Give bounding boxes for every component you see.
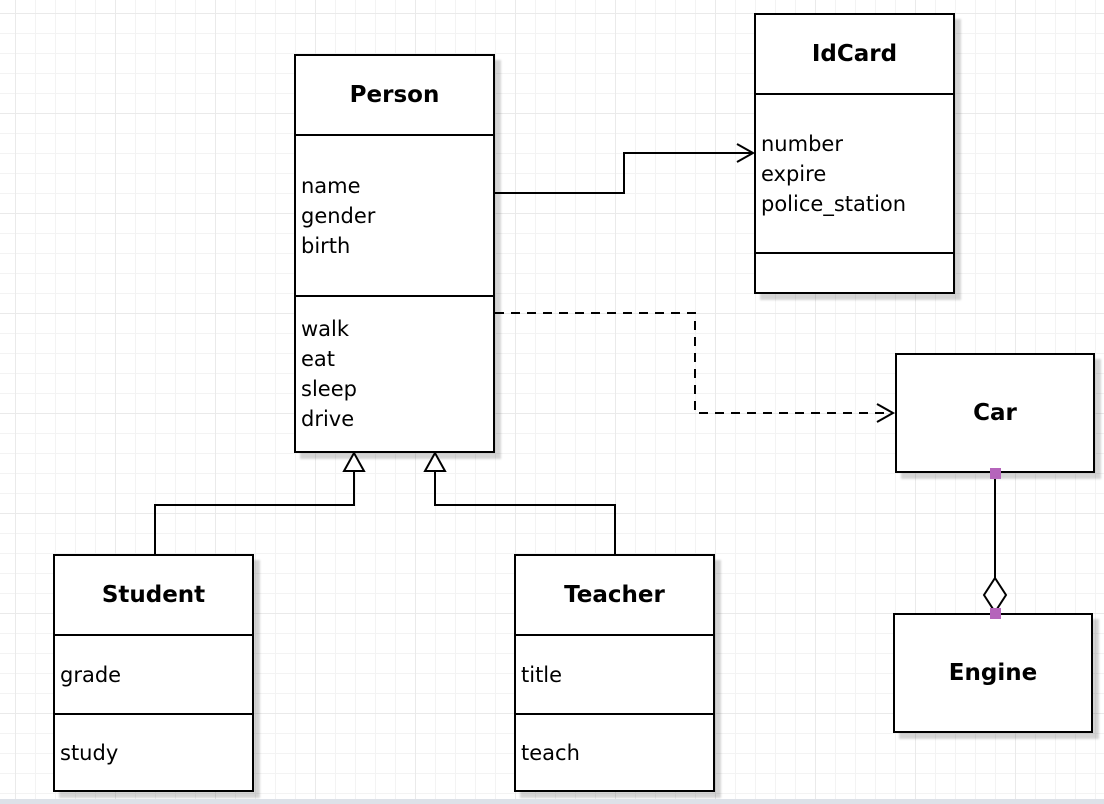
generalization-student-person[interactable] (154, 450, 366, 554)
method-row: sleep (301, 377, 357, 401)
class-box-engine[interactable]: Engine (893, 613, 1093, 733)
attribute-row: title (521, 662, 563, 687)
attribute-row: name (301, 173, 361, 198)
attribute-row: expire (761, 161, 827, 186)
class-title-engine: Engine (948, 660, 1038, 686)
idcard-methods-compartment-empty (756, 252, 953, 292)
open-arrowhead-icon (876, 403, 896, 423)
class-box-teacher[interactable]: Teacher title teach (514, 554, 715, 792)
association-line[interactable] (495, 152, 751, 194)
generalization-line[interactable] (434, 471, 616, 554)
attribute-row: birth (301, 233, 351, 258)
teacher-attributes-compartment: title (516, 634, 713, 713)
method-row: teach (521, 740, 580, 765)
class-box-car[interactable]: Car (895, 353, 1095, 473)
attribute-row: number (761, 131, 843, 156)
student-methods-compartment: study (55, 713, 252, 790)
class-title-student: Student (101, 582, 206, 608)
method-row: walk (301, 317, 350, 341)
class-title-idcard: IdCard (811, 41, 898, 67)
association-person-idcard[interactable] (495, 143, 756, 194)
attribute-row: police_station (761, 191, 907, 216)
teacher-methods-compartment: teach (516, 713, 713, 790)
generalization-teacher-person[interactable] (423, 450, 616, 554)
method-row: drive (301, 407, 355, 431)
class-box-idcard[interactable]: IdCard number expire police_station (754, 13, 955, 294)
open-arrowhead-icon (736, 143, 756, 163)
person-attributes-compartment: name gender birth (296, 134, 493, 295)
attribute-row: gender (301, 203, 376, 228)
method-row: study (60, 740, 119, 765)
class-title-teacher: Teacher (564, 582, 665, 608)
person-methods-compartment: walk eat sleep drive (296, 295, 493, 451)
generalization-line[interactable] (154, 471, 355, 554)
idcard-attributes-compartment: number expire police_station (756, 93, 953, 252)
class-title-car: Car (973, 400, 1017, 426)
hollow-triangle-arrowhead-icon (423, 450, 447, 472)
class-box-student[interactable]: Student grade study (53, 554, 254, 792)
hollow-triangle-arrowhead-icon (342, 450, 366, 472)
student-attributes-compartment: grade (55, 634, 252, 713)
method-row: eat (301, 347, 336, 371)
dependency-person-car[interactable] (495, 312, 896, 423)
class-title-person: Person (349, 82, 440, 108)
scrollbar-track-horizontal[interactable] (0, 799, 1104, 804)
hollow-diamond-icon (982, 576, 1008, 614)
dependency-line[interactable] (495, 312, 889, 414)
aggregation-car-engine[interactable] (982, 468, 1008, 619)
attribute-row: grade (60, 662, 122, 687)
class-box-person[interactable]: Person name gender birth walk eat sleep … (294, 54, 495, 453)
